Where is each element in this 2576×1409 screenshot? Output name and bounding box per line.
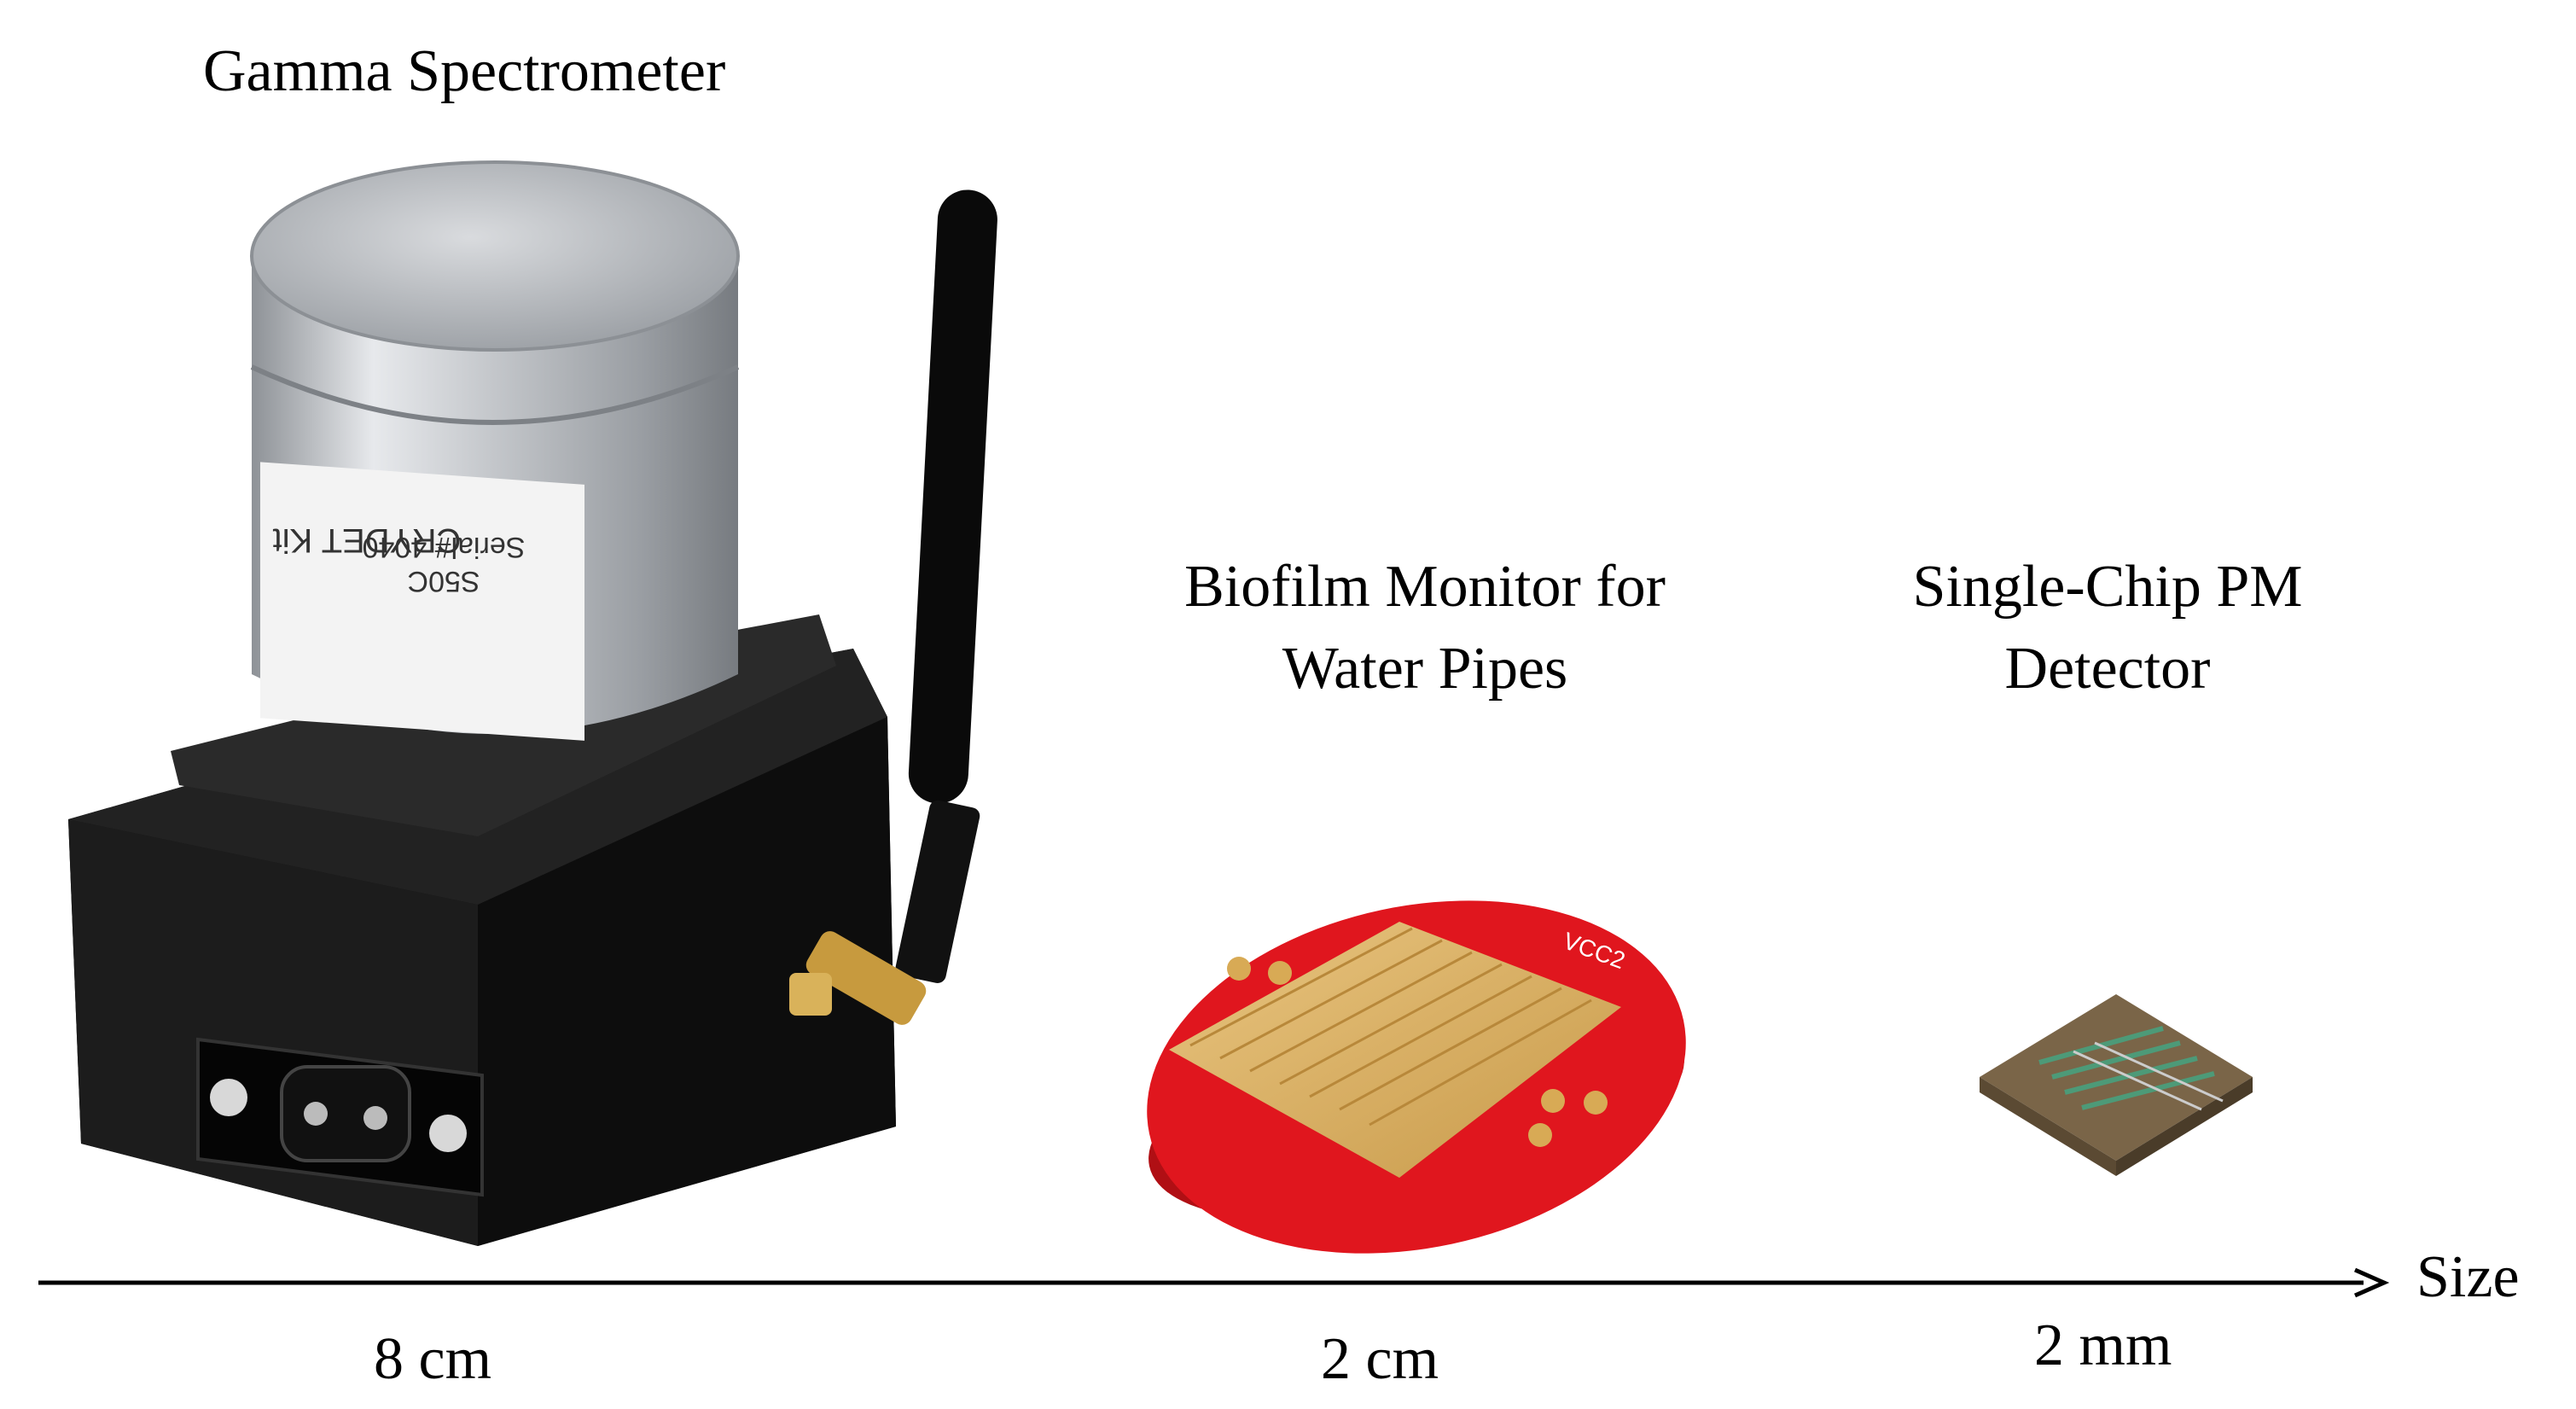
biofilm-label-line1: Biofilm Monitor for (1184, 554, 1666, 620)
single-chip-pm-detector (1980, 994, 2253, 1176)
scale-label-chip: 2 mm (2034, 1313, 2172, 1378)
device-label-1: CRYDET Kit (273, 521, 462, 559)
device-label-3: Serial# 4040 (363, 531, 526, 563)
size-axis (38, 1267, 2390, 1298)
biofilm-label-line2: Water Pipes (1282, 636, 1568, 702)
chip-label-line1: Single-Chip PM (1912, 554, 2303, 620)
biofilm-monitor-label: Biofilm Monitor for Water Pipes (1101, 546, 1749, 710)
scale-label-biofilm: 2 cm (1321, 1326, 1439, 1392)
scintillator-cylinder: CRYDET Kit S50C Serial# 4040 (250, 160, 740, 741)
gamma-spectrometer-label: Gamma Spectrometer (203, 38, 726, 104)
axis-label: Size (2416, 1244, 2520, 1310)
antenna (789, 189, 997, 1025)
gamma-spectrometer-device: CRYDET Kit S50C Serial# 4040 (68, 160, 997, 1246)
power-connector (196, 1037, 484, 1197)
chip-label-line2: Detector (2004, 636, 2211, 702)
chip-detector-label: Single-Chip PM Detector (1835, 546, 2381, 710)
scale-label-gamma: 8 cm (374, 1326, 492, 1392)
biofilm-monitor-pcb: VCC2 (1147, 900, 1686, 1254)
device-label-2: S50C (407, 565, 480, 597)
